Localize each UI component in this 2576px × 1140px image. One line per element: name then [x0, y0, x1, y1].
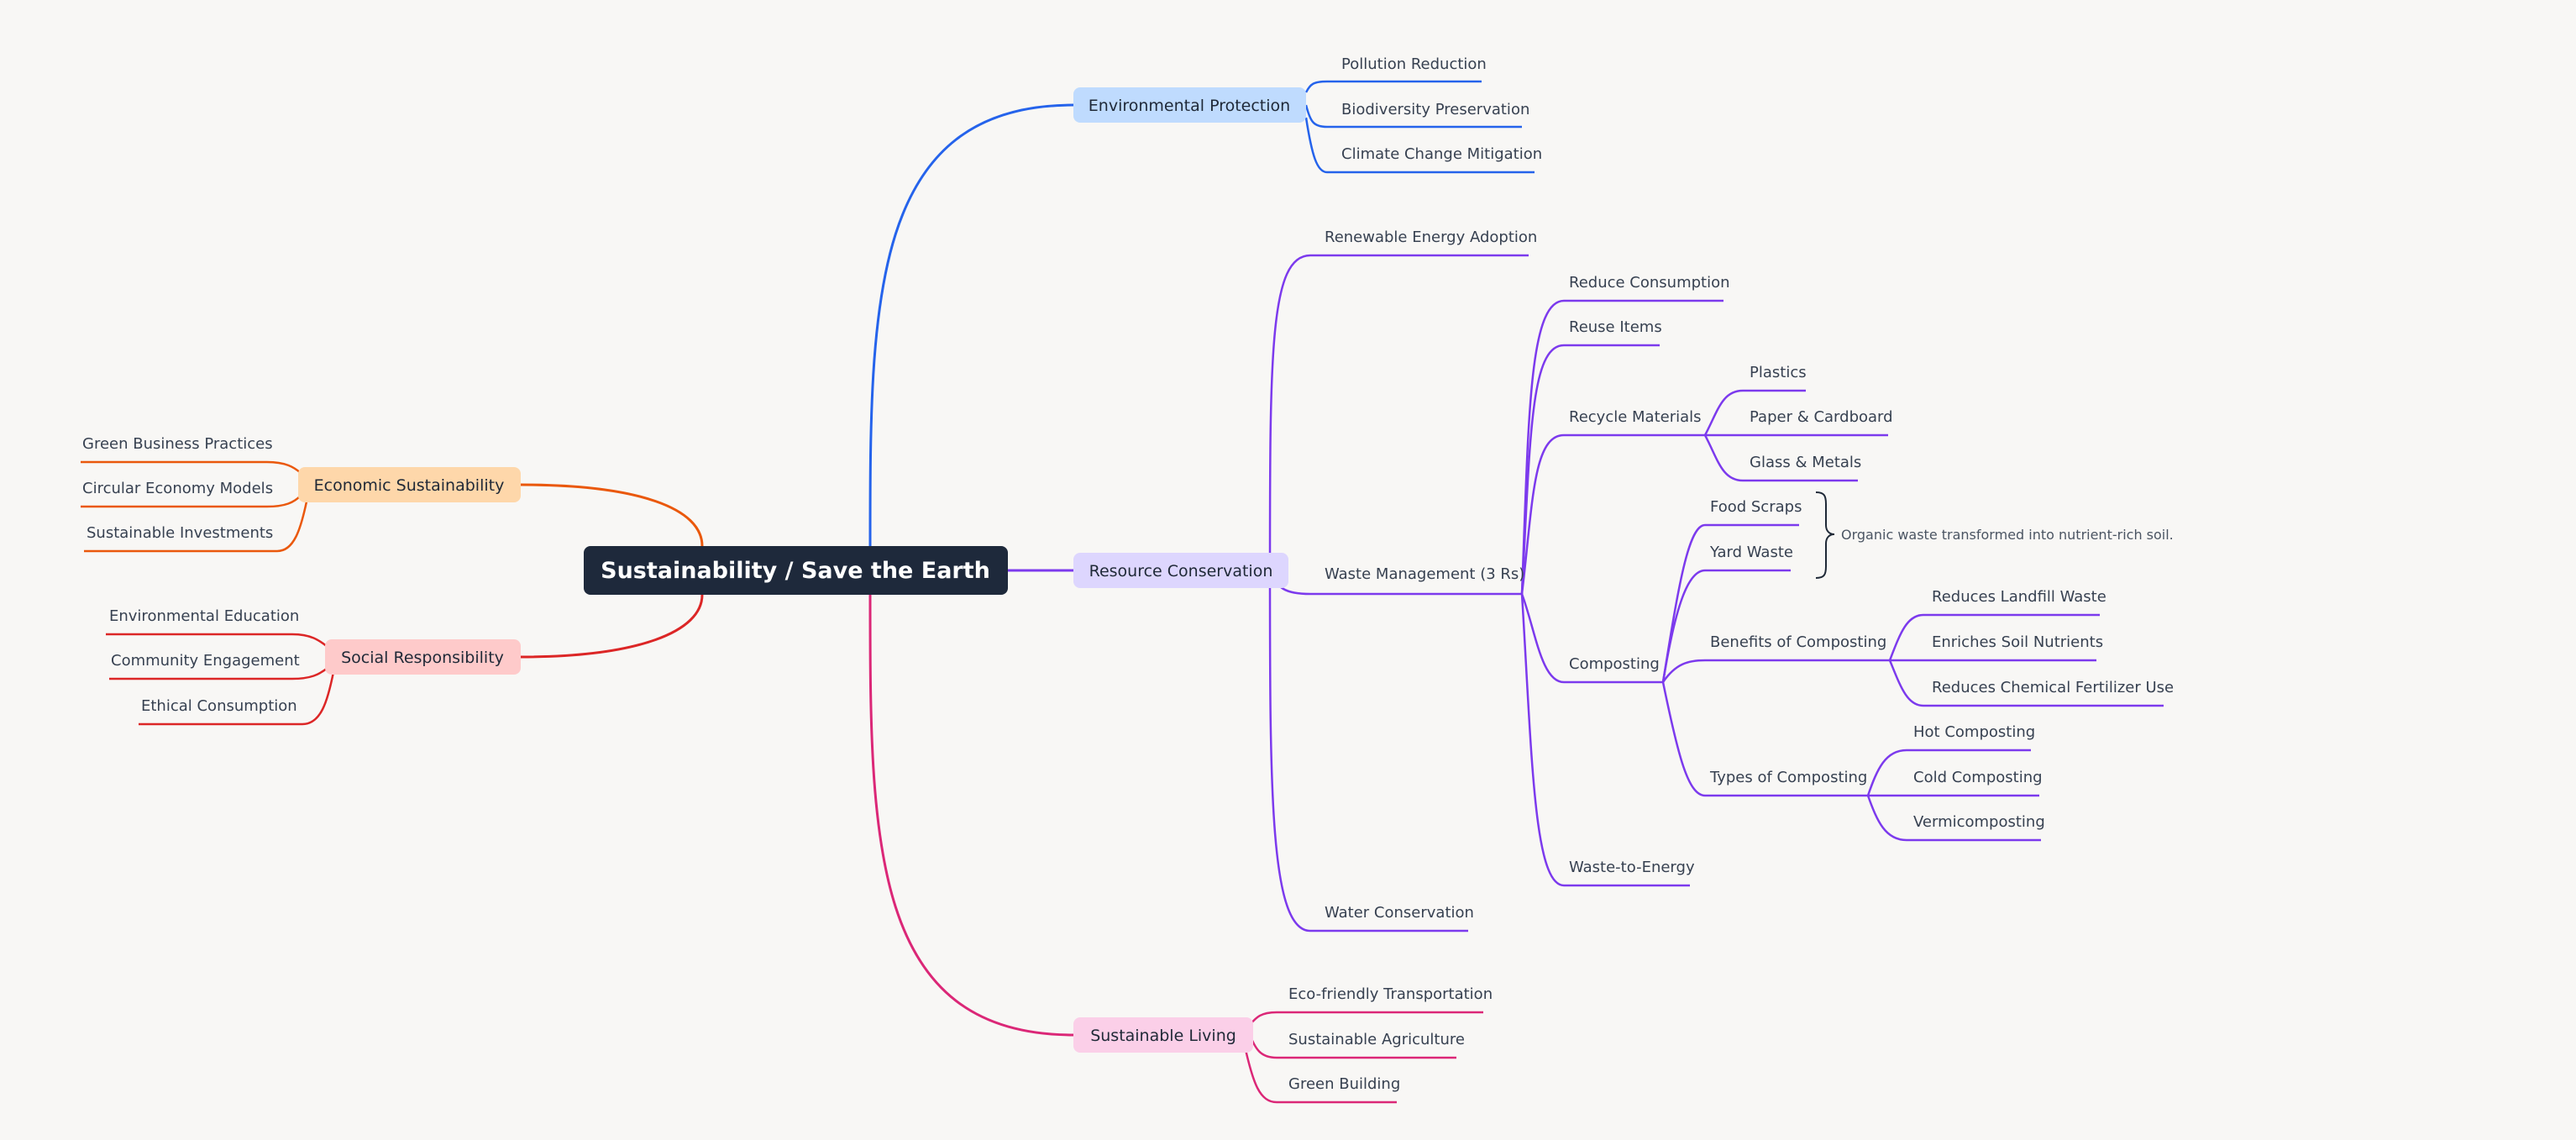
- node-benefits-composting[interactable]: Benefits of Composting: [1710, 633, 1886, 651]
- connectors-social: [106, 633, 335, 726]
- leaf-sustainable-investments[interactable]: Sustainable Investments: [87, 524, 273, 542]
- leaf-cold-composting[interactable]: Cold Composting: [1913, 769, 2043, 786]
- connector-root-economic: [520, 483, 704, 547]
- branch-label: Sustainable Living: [1090, 1027, 1236, 1045]
- branch-label: Economic Sustainability: [314, 476, 505, 495]
- leaf-reduces-landfill[interactable]: Reduces Landfill Waste: [1932, 588, 2106, 606]
- leaf-yard-waste[interactable]: Yard Waste: [1709, 544, 1793, 561]
- leaf-sustainable-agriculture[interactable]: Sustainable Agriculture: [1288, 1031, 1465, 1048]
- composting-note: Organic waste transformed into nutrient-…: [1841, 527, 2174, 543]
- branch-label: Environmental Protection: [1089, 97, 1290, 115]
- branch-resource-conservation[interactable]: Resource Conservation: [1073, 553, 1288, 588]
- leaf-plastics[interactable]: Plastics: [1750, 364, 1807, 381]
- leaf-green-building[interactable]: Green Building: [1288, 1075, 1400, 1093]
- leaf-biodiversity-preservation[interactable]: Biodiversity Preservation: [1341, 101, 1529, 118]
- branch-label: Resource Conservation: [1089, 562, 1273, 581]
- branch-economic-sustainability[interactable]: Economic Sustainability: [298, 467, 521, 502]
- leaf-renewable-energy[interactable]: Renewable Energy Adoption: [1325, 229, 1537, 246]
- leaf-ethical-consumption[interactable]: Ethical Consumption: [141, 697, 297, 715]
- leaf-vermicomposting[interactable]: Vermicomposting: [1913, 813, 2045, 831]
- connectors-environmental: [1304, 80, 1535, 174]
- connector-lines: [81, 80, 2164, 1104]
- leaf-paper-cardboard[interactable]: Paper & Cardboard: [1750, 408, 1893, 426]
- root-label: Sustainability / Save the Earth: [601, 558, 990, 584]
- leaf-waste-to-energy[interactable]: Waste-to-Energy: [1569, 859, 1695, 876]
- leaf-enriches-soil[interactable]: Enriches Soil Nutrients: [1932, 633, 2103, 651]
- leaf-eco-transportation[interactable]: Eco-friendly Transportation: [1288, 985, 1493, 1003]
- node-composting[interactable]: Composting: [1569, 655, 1660, 673]
- branch-label: Social Responsibility: [341, 649, 504, 667]
- leaf-hot-composting[interactable]: Hot Composting: [1913, 723, 2035, 741]
- leaf-food-scraps[interactable]: Food Scraps: [1710, 498, 1802, 516]
- leaf-circular-economy[interactable]: Circular Economy Models: [82, 480, 273, 497]
- node-waste-management[interactable]: Waste Management (3 Rs): [1325, 565, 1524, 583]
- connector-root-living: [868, 594, 1074, 1037]
- node-recycle-materials[interactable]: Recycle Materials: [1569, 408, 1702, 426]
- leaf-community-engagement[interactable]: Community Engagement: [111, 652, 300, 670]
- node-types-composting[interactable]: Types of Composting: [1709, 769, 1867, 786]
- leaf-climate-change-mitigation[interactable]: Climate Change Mitigation: [1341, 145, 1542, 163]
- leaf-green-business[interactable]: Green Business Practices: [82, 435, 273, 453]
- note-brace: [1815, 491, 1835, 579]
- leaf-environmental-education[interactable]: Environmental Education: [109, 607, 299, 625]
- connector-root-environmental: [868, 103, 1074, 547]
- branch-social-responsibility[interactable]: Social Responsibility: [325, 639, 521, 675]
- connector-root-social: [520, 594, 704, 659]
- leaf-glass-metals[interactable]: Glass & Metals: [1750, 454, 1861, 471]
- branch-environmental-protection[interactable]: Environmental Protection: [1073, 87, 1306, 123]
- leaf-reuse-items[interactable]: Reuse Items: [1569, 318, 1662, 336]
- leaf-water-conservation[interactable]: Water Conservation: [1325, 904, 1474, 922]
- leaf-reduces-fertilizer[interactable]: Reduces Chemical Fertilizer Use: [1932, 679, 2174, 696]
- root-node[interactable]: Sustainability / Save the Earth: [584, 546, 1008, 595]
- leaf-reduce-consumption[interactable]: Reduce Consumption: [1569, 274, 1730, 292]
- branch-sustainable-living[interactable]: Sustainable Living: [1073, 1017, 1253, 1053]
- leaf-pollution-reduction[interactable]: Pollution Reduction: [1341, 55, 1487, 73]
